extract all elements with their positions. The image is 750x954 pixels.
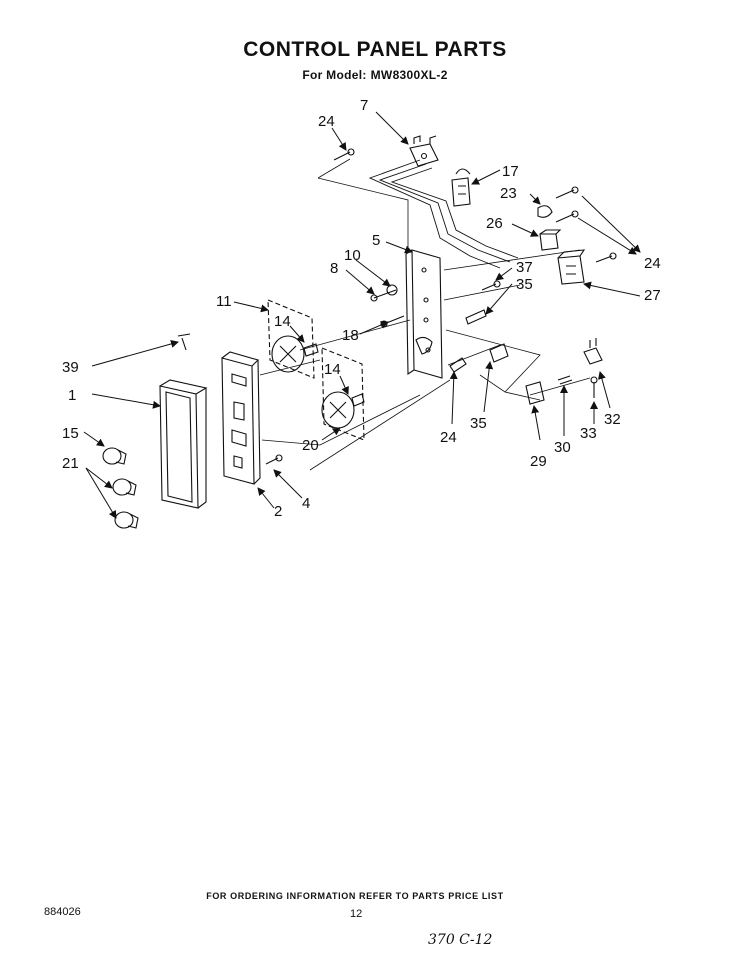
callout-24: 24	[318, 113, 335, 130]
callout-4: 4	[302, 495, 310, 512]
bracket-part-27	[557, 249, 586, 285]
callout-37: 37	[516, 259, 533, 276]
page-number: 12	[350, 908, 363, 920]
sensor-part-17	[451, 168, 471, 207]
switch-part-7	[409, 135, 439, 167]
callout-15: 15	[62, 425, 79, 442]
page-title: CONTROL PANEL PARTS	[243, 38, 507, 61]
callout-35: 35	[470, 415, 487, 432]
callout-8: 8	[330, 260, 338, 277]
wire-harness	[368, 159, 519, 269]
assembly-lines	[259, 158, 591, 471]
callout-labels: 7 24 17 23 26 24 5 10 8 37 35 27 11 14 1…	[62, 97, 661, 520]
callout-33: 33	[580, 425, 597, 442]
callout-7: 7	[360, 97, 368, 114]
callout-30: 30	[554, 439, 571, 456]
callout-24: 24	[440, 429, 457, 446]
callout-35: 35	[516, 276, 533, 293]
screws-24-right	[333, 148, 617, 263]
callout-39: 39	[62, 359, 79, 376]
leader-lines	[83, 111, 641, 519]
callout-27: 27	[644, 287, 661, 304]
callout-21: 21	[62, 455, 79, 472]
model-subtitle: For Model:MW8300XL-2	[0, 68, 750, 82]
callout-14: 14	[324, 361, 341, 378]
callout-23: 23	[500, 185, 517, 202]
dial-assembly-11	[267, 299, 319, 379]
switch-assembly-29-33	[525, 338, 603, 405]
model-label: For Model:	[302, 68, 367, 82]
callout-5: 5	[372, 232, 380, 249]
ordering-note: FOR ORDERING INFORMATION REFER TO PARTS …	[206, 891, 504, 901]
callout-10: 10	[344, 247, 361, 264]
screw-39	[177, 333, 191, 351]
relay-part-26	[539, 229, 562, 251]
callout-17: 17	[502, 163, 519, 180]
document-number: 884026	[44, 906, 81, 918]
control-bracket	[405, 249, 443, 379]
model-number: MW8300XL-2	[370, 68, 448, 82]
handwritten-note: 370 C-12	[428, 932, 493, 948]
callout-20: 20	[302, 437, 319, 454]
screw-4	[265, 454, 283, 465]
screw-24-lower	[449, 357, 467, 373]
callout-14: 14	[274, 313, 291, 330]
callout-18: 18	[342, 327, 359, 344]
parts-35-37	[465, 280, 509, 363]
callout-32: 32	[604, 411, 621, 428]
clip-part-23	[537, 205, 553, 218]
bezel-frame-1	[159, 379, 208, 509]
callout-1: 1	[68, 387, 76, 404]
callout-29: 29	[530, 453, 547, 470]
callout-11: 11	[216, 293, 232, 310]
callout-24: 24	[644, 255, 661, 272]
callout-26: 26	[486, 215, 503, 232]
control-panel-plate-2	[221, 351, 261, 485]
screws-8-10-18	[370, 284, 405, 328]
knobs-15-21	[102, 447, 139, 529]
callout-2: 2	[274, 503, 282, 520]
